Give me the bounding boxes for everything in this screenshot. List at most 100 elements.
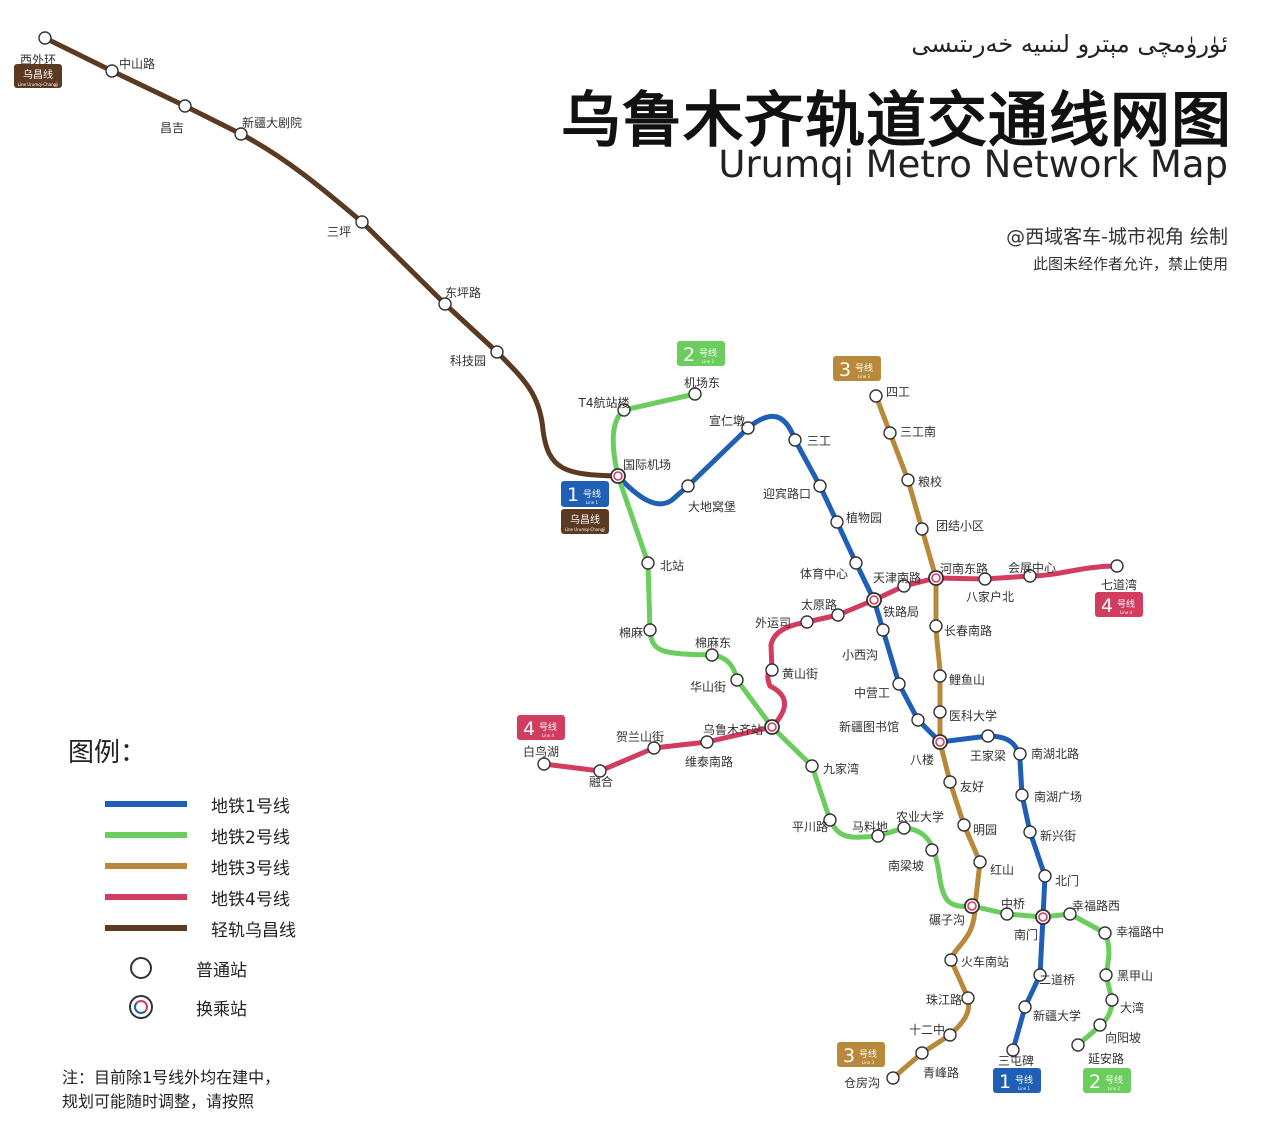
station-marker[interactable]: [933, 669, 947, 683]
station-balou[interactable]: [932, 734, 948, 750]
station-cangfanggou[interactable]: [886, 1071, 900, 1085]
station-tiejuju[interactable]: [866, 592, 882, 608]
station-erdaoqiao[interactable]: [1033, 968, 1047, 982]
station-sangong1[interactable]: [788, 433, 802, 447]
station-changchunnanlu[interactable]: [929, 619, 943, 633]
station-marker[interactable]: [915, 522, 929, 536]
station-xiangyangpo[interactable]: [1093, 1018, 1107, 1032]
station-liangxiao[interactable]: [901, 473, 915, 487]
badge-line2-south[interactable]: 2 号线 Line 2: [1083, 1068, 1131, 1093]
station-youhao[interactable]: [943, 775, 957, 789]
station-qidaowan[interactable]: [1110, 559, 1124, 573]
station-marker[interactable]: [1013, 747, 1027, 761]
station-marker[interactable]: [647, 741, 661, 755]
station-marker[interactable]: [813, 479, 827, 493]
station-marker[interactable]: [943, 775, 957, 789]
station-marker[interactable]: [871, 829, 885, 843]
station-marker[interactable]: [911, 713, 925, 727]
station-helanshanjie[interactable]: [647, 741, 661, 755]
station-liyushan[interactable]: [933, 669, 947, 683]
station-marker[interactable]: [1098, 926, 1112, 940]
station-marker[interactable]: [593, 764, 607, 778]
station-marker[interactable]: [1023, 569, 1037, 583]
station-jichangdong[interactable]: [688, 387, 702, 401]
station-weizigou[interactable]: [964, 898, 980, 914]
station-guojijichang[interactable]: [610, 468, 626, 484]
station-xuanrendun[interactable]: [741, 421, 755, 435]
station-nanmen[interactable]: [1035, 909, 1051, 925]
station-marker[interactable]: [943, 1028, 957, 1042]
station-marker[interactable]: [234, 127, 248, 141]
station-jiujiawan[interactable]: [805, 759, 819, 773]
station-ronghe[interactable]: [593, 764, 607, 778]
badge-line1-south[interactable]: 1 号线 Line 1: [993, 1068, 1041, 1093]
station-huashanjie[interactable]: [730, 673, 744, 687]
station-xiaoxigou[interactable]: [876, 623, 890, 637]
station-marker[interactable]: [1015, 788, 1029, 802]
station-marker[interactable]: [897, 579, 911, 593]
station-marker[interactable]: [178, 99, 192, 113]
station-marker[interactable]: [38, 31, 52, 45]
station-xinjiangdaxue[interactable]: [1018, 1000, 1032, 1014]
station-marker[interactable]: [883, 426, 897, 440]
station-tianjinnanlu[interactable]: [897, 579, 911, 593]
station-baiiaohu[interactable]: [537, 757, 551, 771]
station-marker[interactable]: [823, 813, 837, 827]
station-marker[interactable]: [438, 297, 452, 311]
station-zhongshanlu[interactable]: [105, 64, 119, 78]
station-marker[interactable]: [800, 615, 814, 629]
station-heijiashan[interactable]: [1099, 968, 1113, 982]
station-mianmadong[interactable]: [705, 648, 719, 662]
badge-wuchang-airport[interactable]: 乌昌线 Line Urumqi-Changji: [561, 509, 609, 534]
station-zhongqiao[interactable]: [1000, 907, 1014, 921]
station-marker[interactable]: [765, 663, 779, 677]
station-marker[interactable]: [1071, 1038, 1085, 1052]
station-marker[interactable]: [641, 556, 655, 570]
station-marker[interactable]: [957, 818, 971, 832]
station-marker[interactable]: [830, 515, 844, 529]
station-marker[interactable]: [681, 479, 695, 493]
station-marker[interactable]: [490, 345, 504, 359]
station-marker[interactable]: [892, 677, 906, 691]
station-marker[interactable]: [1099, 968, 1113, 982]
station-hongshan[interactable]: [973, 855, 987, 869]
station-marker[interactable]: [869, 389, 883, 403]
station-marker[interactable]: [876, 623, 890, 637]
station-marker[interactable]: [915, 1046, 929, 1060]
station-marker[interactable]: [1038, 869, 1052, 883]
badge-line2-north[interactable]: 2 号线 Line 2: [677, 341, 725, 366]
station-marker[interactable]: [805, 759, 819, 773]
station-marker[interactable]: [700, 735, 714, 749]
station-henandonglu[interactable]: [928, 570, 944, 586]
station-marker[interactable]: [1006, 1043, 1020, 1057]
station-dadiwobao[interactable]: [681, 479, 695, 493]
station-zhongyinggong[interactable]: [892, 677, 906, 691]
station-tiyuzhongxin[interactable]: [849, 556, 863, 570]
badge-line3-north[interactable]: 3 号线 Line 3: [833, 356, 881, 381]
badge-line1-airport[interactable]: 1 号线 Line 1: [561, 481, 609, 507]
station-changji[interactable]: [178, 99, 192, 113]
station-dongpinglu[interactable]: [438, 297, 452, 311]
station-tuanjiexiaoqu[interactable]: [915, 522, 929, 536]
station-nanliangpo[interactable]: [925, 843, 939, 857]
station-xiwaihuan[interactable]: [38, 31, 52, 45]
station-kejiyuan[interactable]: [490, 345, 504, 359]
station-yikedaxue[interactable]: [933, 705, 947, 719]
station-zhujianglu[interactable]: [961, 991, 975, 1005]
station-wulumuqizhan[interactable]: [764, 719, 780, 735]
station-mingyuan[interactable]: [957, 818, 971, 832]
station-marker[interactable]: [788, 433, 802, 447]
station-marker[interactable]: [105, 64, 119, 78]
station-xingfuluxi[interactable]: [1063, 907, 1077, 921]
station-qingfenglu[interactable]: [915, 1046, 929, 1060]
station-yingbinlukou[interactable]: [813, 479, 827, 493]
station-marker[interactable]: [973, 855, 987, 869]
station-marker[interactable]: [730, 673, 744, 687]
station-beimen[interactable]: [1038, 869, 1052, 883]
station-zhiwuyuan[interactable]: [830, 515, 844, 529]
station-marker[interactable]: [741, 421, 755, 435]
station-mianma[interactable]: [643, 623, 657, 637]
station-marker[interactable]: [925, 843, 939, 857]
station-marker[interactable]: [1018, 1000, 1032, 1014]
station-yananlu[interactable]: [1071, 1038, 1085, 1052]
